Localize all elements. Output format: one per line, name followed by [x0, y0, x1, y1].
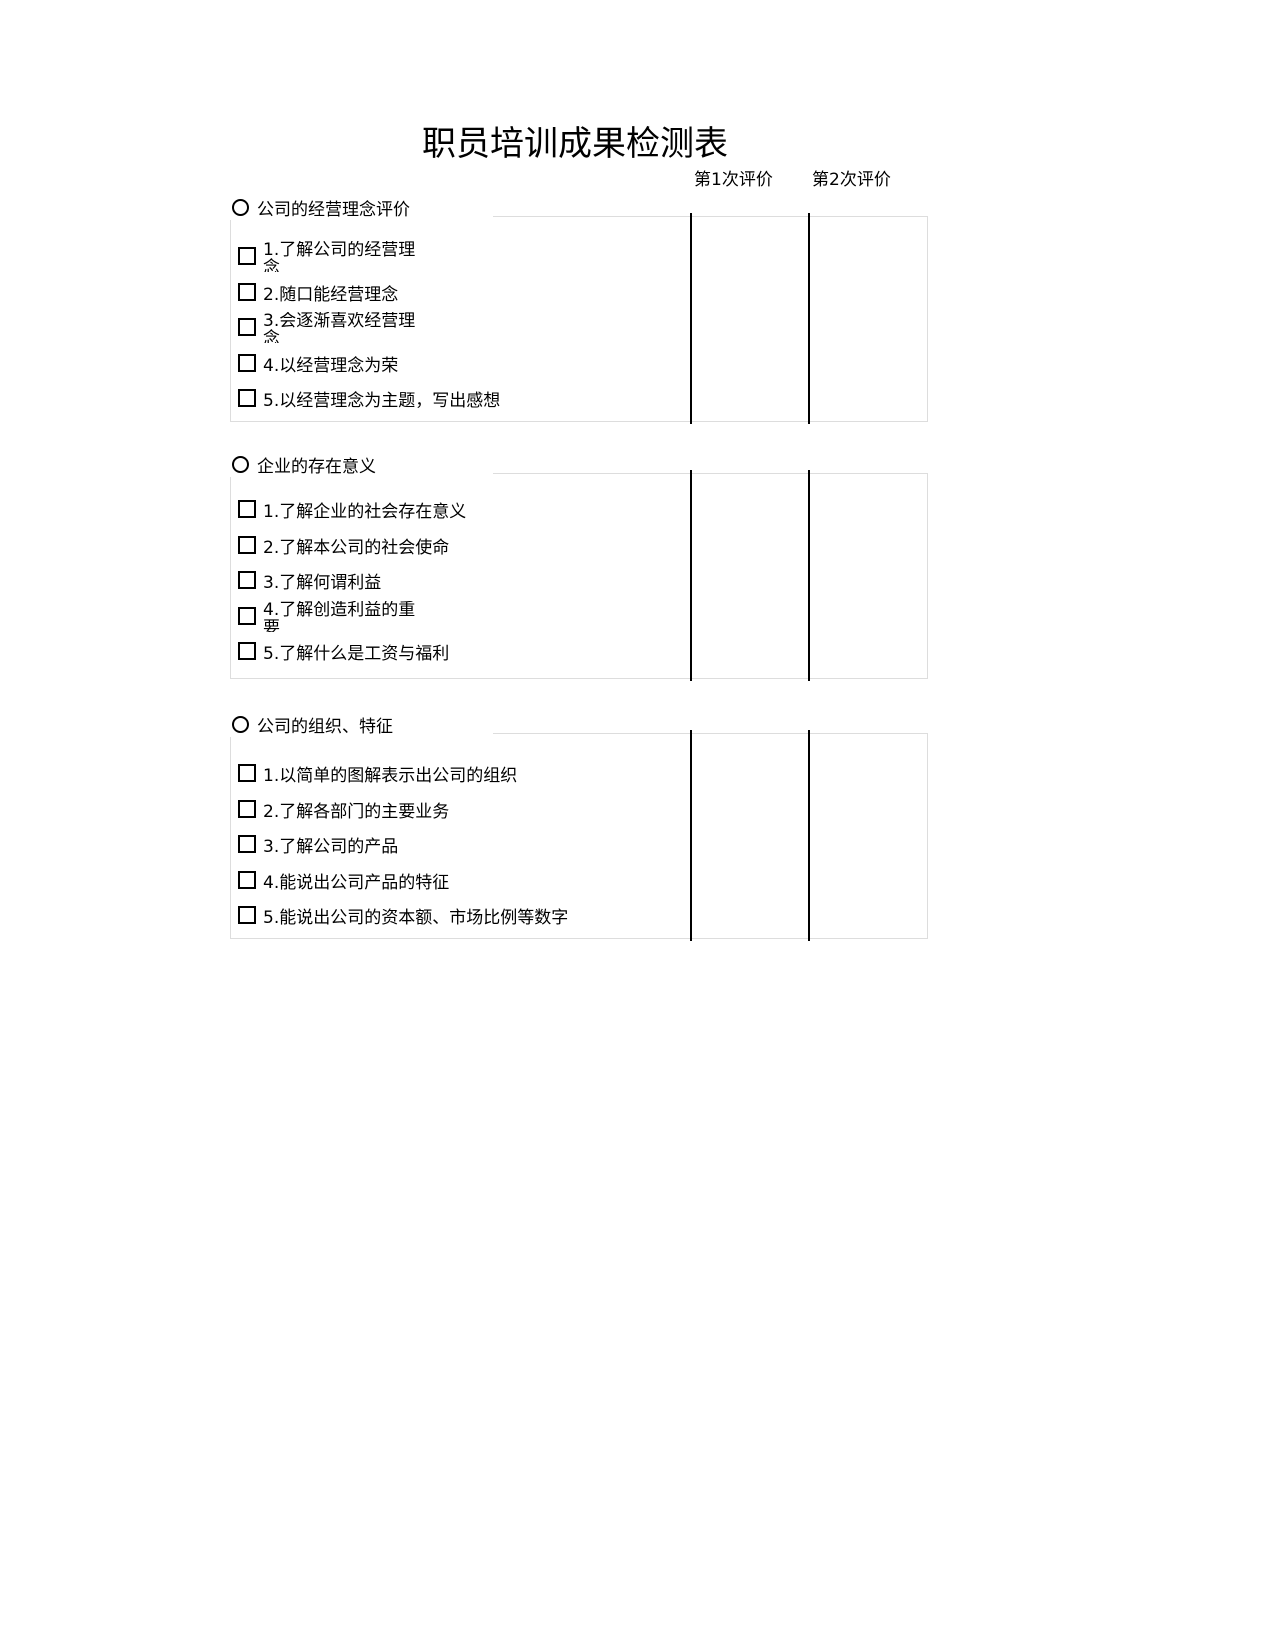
column-divider — [690, 730, 692, 941]
checkbox[interactable] — [238, 247, 256, 265]
circle-bullet-icon — [232, 455, 249, 473]
checkbox[interactable] — [238, 389, 256, 407]
checkbox[interactable] — [238, 800, 256, 818]
checklist-item: 5.了解什么是工资与福利 — [238, 633, 449, 669]
column-divider — [808, 470, 810, 681]
checklist-item-label: 3.了解何谓利益 — [263, 572, 382, 593]
checklist-item: 4.以经营理念为荣 — [238, 345, 398, 381]
section-heading-text: 企业的存在意义 — [257, 456, 376, 477]
column-divider — [808, 730, 810, 941]
column-header-first-evaluation: 第1次评价 — [694, 170, 773, 190]
checklist-item: 3.会逐渐喜欢经营理念 — [238, 309, 428, 345]
checkbox[interactable] — [238, 283, 256, 301]
checklist-item-label: 3.了解公司的产品 — [263, 836, 399, 857]
section-table — [230, 733, 928, 939]
checklist-item: 2.了解本公司的社会使命 — [238, 527, 449, 563]
checklist-item-label: 1.以简单的图解表示出公司的组织 — [263, 765, 518, 786]
checkbox[interactable] — [238, 871, 256, 889]
column-header-second-evaluation: 第2次评价 — [812, 170, 891, 190]
checklist-item: 3.了解公司的产品 — [238, 826, 398, 862]
checklist-item: 2.了解各部门的主要业务 — [238, 791, 449, 827]
checklist-item: 1.了解企业的社会存在意义 — [238, 491, 466, 527]
checkbox[interactable] — [238, 500, 256, 518]
checklist-item-label: 5.能说出公司的资本额、市场比例等数字 — [263, 907, 569, 928]
section-table — [230, 473, 928, 679]
section-table — [230, 216, 928, 422]
section-heading-text: 公司的组织、特征 — [257, 716, 393, 737]
checkbox[interactable] — [238, 354, 256, 372]
column-divider — [808, 213, 810, 424]
checklist-item-label: 3.会逐渐喜欢经营理念 — [263, 311, 416, 343]
checklist-item-label: 5.以经营理念为主题，写出感想 — [263, 390, 501, 411]
checkbox[interactable] — [238, 835, 256, 853]
page-title: 职员培训成果检测表 — [422, 124, 728, 164]
checkbox[interactable] — [238, 318, 256, 336]
circle-bullet-icon — [232, 715, 249, 733]
section-heading: 公司的经营理念评价 — [230, 194, 493, 220]
checklist-item: 3.了解何谓利益 — [238, 562, 381, 598]
section-heading: 企业的存在意义 — [230, 451, 493, 477]
checklist-item: 4.了解创造利益的重要 — [238, 598, 428, 634]
column-divider — [690, 470, 692, 681]
checkbox[interactable] — [238, 642, 256, 660]
checklist-item-label: 2.了解各部门的主要业务 — [263, 801, 450, 822]
checklist-item-label: 2.随口能经营理念 — [263, 284, 399, 305]
checklist-item-label: 2.了解本公司的社会使命 — [263, 537, 450, 558]
checkbox[interactable] — [238, 571, 256, 589]
checklist-item: 5.以经营理念为主题，写出感想 — [238, 380, 500, 416]
checklist-item: 1.了解公司的经营理念 — [238, 238, 428, 274]
checklist-item-label: 4.能说出公司产品的特征 — [263, 872, 450, 893]
checklist-item: 2.随口能经营理念 — [238, 274, 398, 310]
checklist-item: 4.能说出公司产品的特征 — [238, 862, 449, 898]
checklist-item-label: 4.了解创造利益的重要 — [263, 600, 416, 632]
checkbox[interactable] — [238, 607, 256, 625]
checkbox[interactable] — [238, 764, 256, 782]
checkbox[interactable] — [238, 536, 256, 554]
checklist-item-label: 5.了解什么是工资与福利 — [263, 643, 450, 664]
checklist-item-label: 1.了解企业的社会存在意义 — [263, 501, 467, 522]
checklist-item: 1.以简单的图解表示出公司的组织 — [238, 755, 517, 791]
section-heading: 公司的组织、特征 — [230, 711, 493, 737]
checklist-item-label: 4.以经营理念为荣 — [263, 355, 399, 376]
checklist-item: 5.能说出公司的资本额、市场比例等数字 — [238, 897, 568, 933]
checkbox[interactable] — [238, 906, 256, 924]
column-divider — [690, 213, 692, 424]
circle-bullet-icon — [232, 198, 249, 216]
checklist-item-label: 1.了解公司的经营理念 — [263, 240, 416, 272]
section-heading-text: 公司的经营理念评价 — [257, 199, 410, 220]
